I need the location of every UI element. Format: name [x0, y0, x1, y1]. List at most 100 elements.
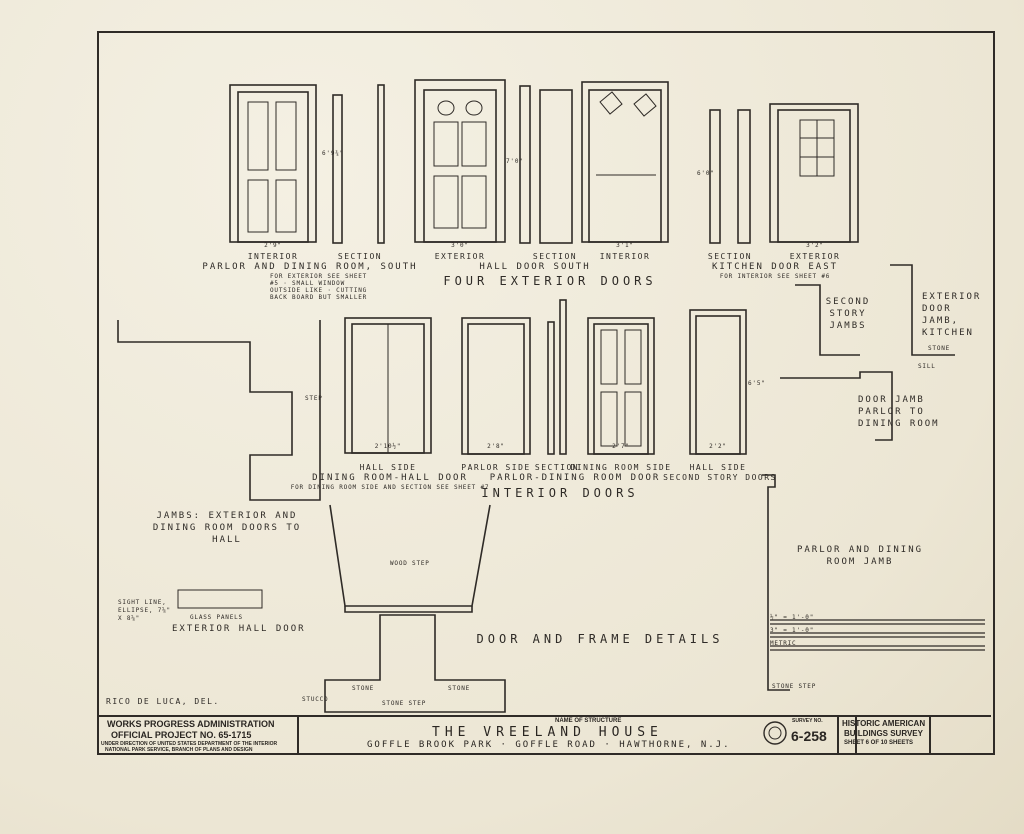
scale-label: METRIC: [770, 640, 797, 647]
heading-interior-doors: INTERIOR DOORS: [481, 486, 639, 500]
door-title: HALL DOOR SOUTH: [479, 262, 591, 272]
door-title: SECOND STORY DOORS: [663, 473, 777, 482]
door-elevation-dining-hall: [344, 317, 432, 454]
door-title: DINING ROOM-HALL DOOR: [312, 473, 468, 483]
stoop-section: [324, 614, 506, 713]
width-dim: 3'2": [806, 242, 824, 249]
height-dim: 6'0": [697, 170, 715, 177]
door-elevation-second-story: [689, 309, 747, 455]
agency-line-1: WORKS PROGRESS ADMINISTRATION: [107, 719, 275, 729]
width-dim: 2'10½": [374, 443, 402, 450]
label-stone-sill: SILL: [918, 363, 936, 370]
dining-jamb-profile: [780, 371, 893, 441]
seal-inner: [768, 726, 782, 740]
structure-name: THE VREELAND HOUSE: [432, 725, 663, 740]
door-elevation-dining-side: [587, 317, 655, 455]
label-stone-step: STONE STEP: [772, 683, 817, 690]
structure-cell: NAME OF STRUCTURE THE VREELAND HOUSE GOF…: [297, 717, 857, 753]
label-stone: STONE: [448, 685, 471, 692]
door-title: PARLOR-DINING ROOM DOOR: [489, 473, 661, 483]
view-label: PARLOR SIDE: [461, 463, 531, 472]
height-dim: 6'9¾": [322, 150, 345, 157]
width-dim: 3'1": [616, 242, 634, 249]
door-section-parlor: [332, 84, 385, 244]
door-elevation-hall-exterior: [414, 79, 506, 243]
door-elevation-parlor-side: [461, 317, 531, 455]
heading-door-frame-details: DOOR AND FRAME DETAILS: [476, 632, 724, 646]
width-dim: 2'7": [612, 443, 630, 450]
door-section-hall: [519, 85, 573, 244]
label-step: STEP: [305, 395, 323, 402]
view-label: HALL SIDE: [359, 463, 417, 472]
survey-cell: SURVEY NO. 6-258: [787, 717, 839, 753]
kitchen-jamb-profile: [890, 264, 955, 356]
view-label: SECTION: [337, 252, 383, 261]
view-label: SECTION: [707, 252, 753, 261]
view-label: INTERIOR: [599, 252, 651, 261]
heading-four-exterior-doors: FOUR EXTERIOR DOORS: [443, 274, 657, 288]
parlor-dining-jamb-profile: [762, 474, 790, 691]
label-sight-line: SIGHT LINE, ELLIPSE, 7⅝" x 8⅝": [118, 599, 171, 622]
label-door-jamb-parlor-dining: DOOR JAMB PARLOR TO DINING ROOM: [858, 395, 940, 429]
door-section-parlor-dining: [547, 299, 567, 455]
label-glass-panels: GLASS PANELS: [190, 614, 243, 621]
scale-label: ½" = 1'-0": [770, 614, 815, 621]
view-label: DINING ROOM SIDE: [570, 463, 672, 472]
structure-location: GOFFLE BROOK PARK · GOFFLE ROAD · HAWTHO…: [367, 740, 731, 750]
agency-line-2: OFFICIAL PROJECT NO. 65-1715: [111, 730, 252, 740]
view-label: EXTERIOR: [789, 252, 841, 261]
label-stone: STONE: [352, 685, 375, 692]
door-title: PARLOR AND DINING ROOM, SOUTH: [202, 262, 418, 272]
door-title: KITCHEN DOOR EAST: [711, 262, 839, 272]
scale-bars: [770, 619, 985, 651]
height-dim: 7'0": [506, 158, 524, 165]
title-block: WORKS PROGRESS ADMINISTRATION OFFICIAL P…: [97, 715, 991, 753]
scale-label: 3" = 1'-0": [770, 627, 815, 634]
label-stucco: STUCCO: [302, 696, 329, 703]
agency-cell: WORKS PROGRESS ADMINISTRATION OFFICIAL P…: [97, 717, 299, 753]
drawing-border: [97, 31, 995, 755]
label-exterior-door-jamb-kitchen: EXTERIOR DOOR JAMB, KITCHEN: [922, 292, 982, 338]
label-exterior-hall-door: EXTERIOR HALL DOOR: [172, 624, 306, 634]
width-dim: 3'0": [451, 242, 469, 249]
view-label: EXTERIOR: [434, 252, 486, 261]
exterior-hall-door-detail: [177, 589, 263, 609]
habs-line-1: HISTORIC AMERICAN: [842, 719, 926, 728]
sheet-info: SHEET 6 OF 10 SHEETS: [844, 740, 914, 746]
label-second-story-jambs: SECOND STORY JAMBS: [825, 297, 871, 331]
view-label: SECTION: [532, 252, 578, 261]
door-elevation-kitchen-exterior: [769, 103, 859, 243]
seal-icon: [763, 721, 787, 745]
survey-number: 6-258: [791, 728, 827, 744]
door-elevation-kitchen-interior: [581, 81, 669, 243]
agency-line-3: UNDER DIRECTION OF UNITED STATES DEPARTM…: [101, 741, 278, 747]
width-dim: 2'8": [487, 443, 505, 450]
door-note: FOR DINING ROOM SIDE AND SECTION SEE SHE…: [290, 484, 490, 491]
view-label: INTERIOR: [247, 252, 299, 261]
label-parlor-dining-jamb: PARLOR AND DINING ROOM JAMB: [796, 545, 924, 567]
door-note: FOR EXTERIOR SEE SHEET #5 · SMALL WINDOW…: [270, 273, 368, 301]
delineator-credit: RICO DE LUCA, DEL.: [106, 697, 220, 706]
jamb-profile-left: [117, 320, 321, 501]
view-label: HALL SIDE: [689, 463, 747, 472]
view-label: SECTION: [534, 463, 580, 472]
height-dim: 6'5": [748, 380, 766, 387]
door-elevation-parlor-interior: [229, 84, 317, 243]
survey-label: SURVEY NO.: [792, 718, 823, 724]
agency-line-4: NATIONAL PARK SERVICE, BRANCH OF PLANS A…: [105, 747, 253, 753]
label-stone: STONE: [928, 345, 951, 352]
hall-step-section: [329, 504, 491, 613]
door-section-kitchen: [709, 109, 751, 244]
label-wood-step: WOOD STEP: [390, 560, 430, 567]
label-jambs-exterior-dining: JAMBS: EXTERIOR AND DINING ROOM DOORS TO…: [152, 511, 302, 545]
habs-line-2: BUILDINGS SURVEY: [844, 729, 923, 738]
second-story-jamb-profile: [795, 284, 860, 356]
width-dim: 2'9": [264, 242, 282, 249]
width-dim: 2'2": [709, 443, 727, 450]
habs-cell: HISTORIC AMERICAN BUILDINGS SURVEY SHEET…: [837, 717, 931, 753]
structure-label: NAME OF STRUCTURE: [555, 718, 622, 724]
door-note: FOR INTERIOR SEE SHEET #6: [719, 273, 831, 280]
label-stone-step: STONE STEP: [382, 700, 427, 707]
